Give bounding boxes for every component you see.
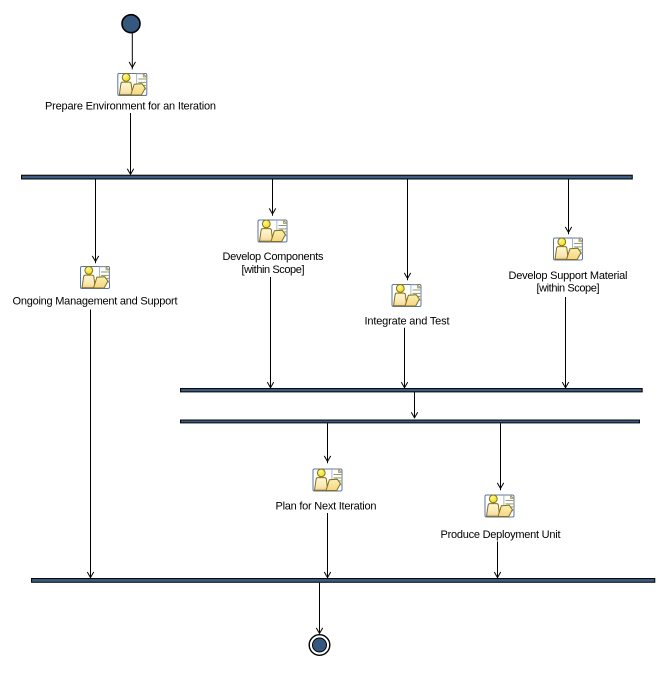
svg-text:Produce Deployment Unit: Produce Deployment Unit — [441, 529, 561, 541]
svg-text:Develop Support Material: Develop Support Material — [509, 270, 628, 282]
svg-text:Ongoing Management and Support: Ongoing Management and Support — [13, 296, 178, 308]
svg-text:Integrate and Test: Integrate and Test — [365, 315, 450, 327]
svg-text:[within Scope]: [within Scope] — [242, 264, 305, 276]
svg-text:Plan for Next Iteration: Plan for Next Iteration — [276, 501, 377, 513]
svg-text:[within Scope]: [within Scope] — [537, 283, 600, 295]
svg-text:Prepare Environment for an Ite: Prepare Environment for an Iteration — [45, 101, 216, 113]
svg-text:Develop Components: Develop Components — [223, 251, 325, 263]
